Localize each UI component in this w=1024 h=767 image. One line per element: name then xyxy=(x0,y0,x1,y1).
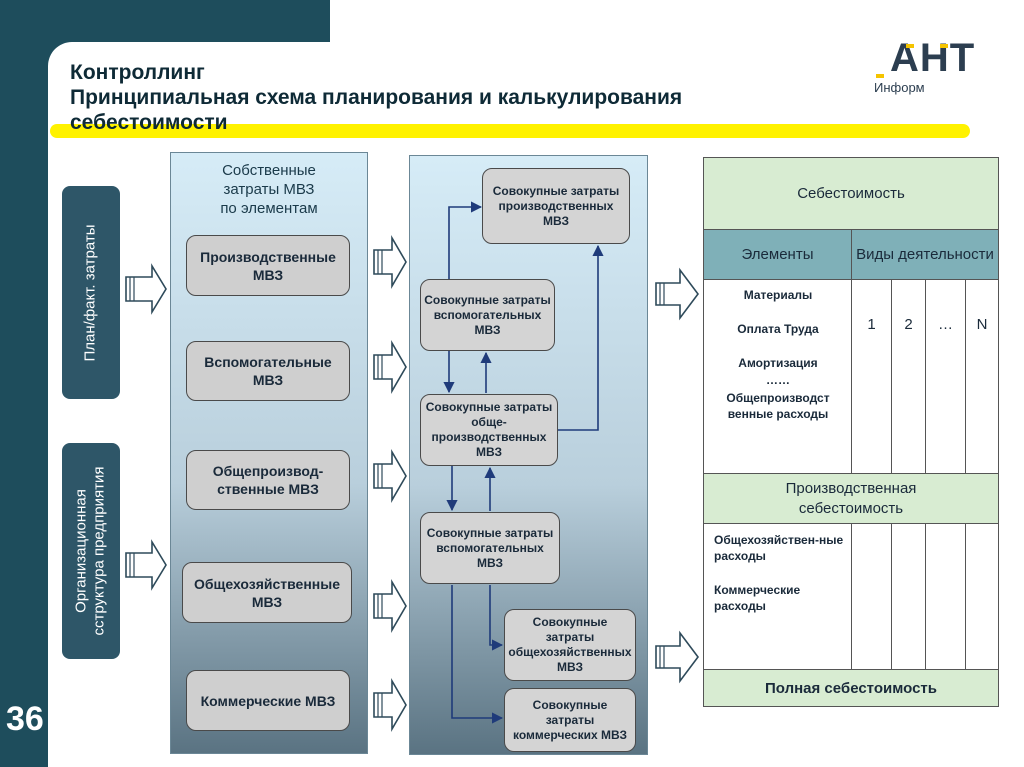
logo-main-text: АНТ xyxy=(890,36,976,80)
cost-center-general-production: Общепроизвод-ственные МВЗ xyxy=(186,450,350,510)
total-auxiliary-box-2: Совокупные затраты вспомогательных МВЗ xyxy=(420,512,560,584)
production-cost-row: Производственная себестоимость xyxy=(704,474,998,524)
row-general-business: Общехозяйствен-ные расходы xyxy=(714,533,844,563)
logo: АНТ Информ xyxy=(870,36,990,98)
block-arrow-to-table-1 xyxy=(655,267,699,321)
cost-center-general-business: Общехозяйственные МВЗ xyxy=(182,562,352,623)
cost-center-commercial: Коммерческие МВЗ xyxy=(186,670,350,731)
grid-cell xyxy=(892,524,926,670)
own-costs-header: Собственные затраты МВЗ по элементам xyxy=(220,162,318,217)
block-arrow-org xyxy=(125,539,167,591)
title-line-1: Контроллинг xyxy=(70,61,205,84)
logo-accent xyxy=(940,44,948,48)
arrow-aux2-to-genbusiness xyxy=(489,585,504,651)
title-line-3: себестоимости xyxy=(70,111,228,134)
total-general-business-box: Совокупные затраты общехозяйственных МВЗ xyxy=(504,609,636,681)
block-arrows xyxy=(125,235,699,732)
row-ellipsis: …… xyxy=(766,373,790,387)
block-arrow-inner-lines xyxy=(129,250,665,717)
row-overhead: Общепроизводст венные расходы xyxy=(726,391,830,421)
total-production-box: Совокупные затраты производственных МВЗ xyxy=(482,168,630,244)
table-header-cost: Себестоимость xyxy=(704,158,998,230)
title-underline xyxy=(50,124,970,138)
total-general-production-box: Совокупные затраты обще-производственных… xyxy=(420,394,558,466)
block-arrow-col1-3 xyxy=(373,449,407,503)
flow-arrows xyxy=(443,201,604,724)
activity-col-1: 1 xyxy=(852,280,892,474)
table-elements-cell: Материалы Оплата Труда Амортизация …… Об… xyxy=(704,280,852,474)
cost-center-auxiliary: Вспомогательные МВЗ xyxy=(186,341,350,401)
grid-cell xyxy=(966,524,998,670)
table-col-activities: Виды деятельности xyxy=(852,230,998,280)
cost-table: Себестоимость Элементы Виды деятельности… xyxy=(703,157,999,707)
logo-sub-text: Информ xyxy=(874,80,925,95)
grid-cell xyxy=(852,524,892,670)
arrow-aux2-to-commercial xyxy=(451,585,504,724)
row-commercial: Коммерческие расходы xyxy=(714,583,801,613)
activity-col-3: … xyxy=(926,280,966,474)
title-line-2: Принципиальная схема планирования и каль… xyxy=(70,86,683,109)
slide-number: 36 xyxy=(6,700,44,738)
block-arrow-to-table-2 xyxy=(655,630,699,684)
activity-col-2: 2 xyxy=(892,280,926,474)
row-depreciation: Амортизация xyxy=(738,356,818,370)
block-arrow-plan xyxy=(125,263,167,315)
block-arrow-col1-5 xyxy=(373,678,407,732)
row-labor: Оплата Труда xyxy=(737,322,819,336)
table-col-elements: Элементы xyxy=(704,230,852,280)
block-arrow-col1-2 xyxy=(373,340,407,394)
table-elements-cell-2: Общехозяйствен-ные расходы Коммерческие … xyxy=(704,524,852,670)
cost-center-production: Производственные МВЗ xyxy=(186,235,350,296)
total-auxiliary-box-1: Совокупные затраты вспомогательных МВЗ xyxy=(420,279,555,351)
logo-accent xyxy=(906,44,914,48)
grid-cell xyxy=(926,524,966,670)
arrow-aux-to-production xyxy=(448,201,483,279)
plan-fact-pill: План/факт. затраты xyxy=(62,186,120,399)
logo-accent xyxy=(876,74,884,78)
page-title: Контроллинг Принципиальная схема планиро… xyxy=(70,60,830,135)
top-strip xyxy=(330,0,1024,42)
row-materials: Материалы xyxy=(743,288,813,302)
full-cost-row: Полная себестоимость xyxy=(704,670,998,706)
activity-col-n: N xyxy=(966,280,998,474)
block-arrow-col1-1 xyxy=(373,235,407,289)
total-commercial-box: Совокупные затраты коммерческих МВЗ xyxy=(504,688,636,752)
block-arrow-col1-4 xyxy=(373,579,407,633)
arrow-genprod-to-production xyxy=(558,244,604,431)
